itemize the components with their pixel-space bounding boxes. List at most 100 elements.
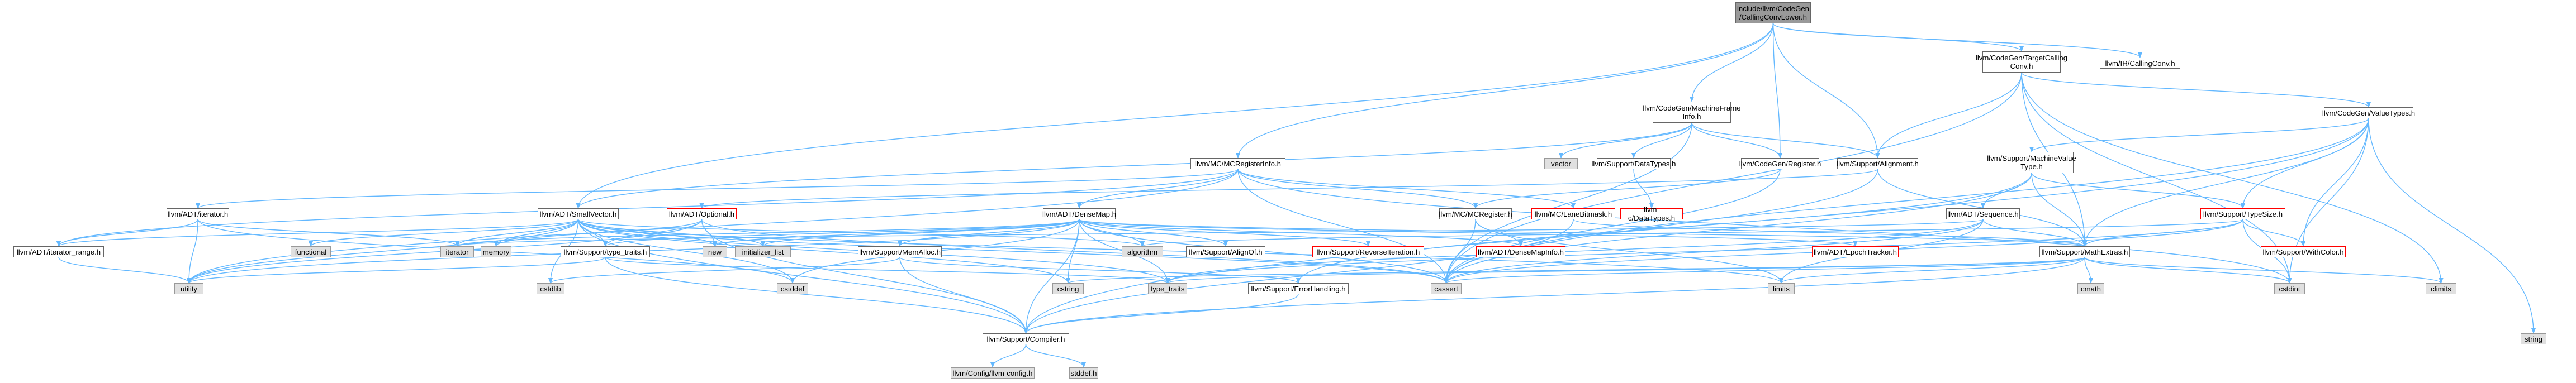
- node-lbm[interactable]: llvm/MC/LaneBitmask.h: [1531, 208, 1615, 219]
- edge-mcri-to-lbm: [1237, 169, 1576, 209]
- edge-root-to-align: [1772, 23, 1880, 159]
- edge-align-to-cassert: [1444, 169, 1878, 284]
- node-sv[interactable]: llvm/ADT/SmallVector.h: [538, 208, 619, 219]
- edge-root-to-mcri: [1236, 23, 1774, 159]
- node-string: string: [2521, 333, 2546, 344]
- edge-vt-to-mvt: [2029, 118, 2369, 152]
- edge-sv-to-functional: [309, 219, 579, 247]
- node-vector: vector: [1544, 158, 1578, 169]
- node-config: llvm/Config/llvm-config.h: [951, 367, 1035, 379]
- edge-cgreg-to-mcreg: [1473, 169, 1781, 209]
- node-functional: functional: [291, 246, 331, 257]
- edge-sv-to-cstring: [577, 219, 1070, 284]
- node-iter[interactable]: llvm/ADT/iterator.h: [167, 208, 229, 219]
- edge-dmap-to-cstring: [1066, 219, 1080, 284]
- edge-mathx-to-compiler: [1023, 257, 2085, 334]
- node-mcri[interactable]: llvm/MC/MCRegisterInfo.h: [1190, 158, 1285, 169]
- node-epoch[interactable]: llvm/ADT/EpochTracker.h: [1812, 246, 1899, 257]
- edge-sv-to-memory: [494, 219, 579, 247]
- edge-dmap-to-memalloc: [898, 219, 1080, 247]
- edge-vt-to-cstdint: [2287, 118, 2369, 284]
- edge-mcri-to-itrange: [56, 169, 1239, 247]
- edge-dtypes-to-cdt: [1633, 169, 1654, 209]
- node-stddefh: stddef.h: [1069, 367, 1098, 379]
- node-align[interactable]: llvm/Support/Alignment.h: [1837, 158, 1919, 169]
- node-memory: memory: [481, 246, 511, 257]
- edge-itrange-to-utility: [58, 257, 191, 284]
- edge-dmap-to-iterator: [455, 219, 1080, 247]
- edge-mcri-to-cstdint: [1237, 169, 2292, 284]
- edge-seq-to-typetraits: [1165, 219, 1984, 284]
- edge-compiler-to-config: [990, 344, 1027, 368]
- node-wcolor[interactable]: llvm/Support/WithColor.h: [2261, 246, 2346, 257]
- edge-root-to-mfi: [1690, 23, 1774, 102]
- edge-mvt-to-cassert: [1444, 173, 2032, 284]
- edge-vt-to-string: [2368, 118, 2536, 334]
- edge-tt-to-compiler: [605, 257, 1028, 334]
- node-dmi[interactable]: llvm/ADT/DenseMapInfo.h: [1476, 246, 1565, 257]
- edge-compiler-to-stddefh: [1025, 344, 1086, 368]
- edge-mfi-to-vector: [1559, 122, 1692, 159]
- node-cstdlib: cstdlib: [537, 283, 564, 294]
- node-rev[interactable]: llvm/Support/ReverseIteration.h: [1312, 246, 1424, 257]
- edge-mcri-to-mcreg: [1237, 169, 1478, 209]
- edge-iter-to-utility: [187, 219, 198, 284]
- edge-mfi-to-cgreg: [1691, 122, 1782, 159]
- edge-layer: [56, 23, 2536, 368]
- edge-sv-to-cstddef: [577, 219, 795, 284]
- edge-sv-to-compiler: [577, 219, 1028, 334]
- edge-mfi-to-cassert: [1444, 122, 1692, 284]
- node-new: new: [703, 246, 727, 257]
- node-tt[interactable]: llvm/Support/type_traits.h: [561, 246, 650, 257]
- edge-align-to-opt: [700, 169, 1878, 209]
- edge-mathx-to-typetraits: [1165, 257, 2085, 284]
- node-ccTarget[interactable]: llvm/CodeGen/TargetCalling Conv.h: [1976, 51, 2067, 73]
- edge-root-to-cgreg: [1772, 23, 1782, 159]
- node-ircc[interactable]: llvm/IR/CallingConv.h: [2100, 58, 2180, 69]
- node-climits: climits: [2426, 283, 2456, 294]
- edge-ccTarget-to-climits: [2021, 72, 2444, 284]
- node-cstddef: cstddef: [777, 283, 808, 294]
- edge-opt-to-new: [701, 219, 717, 247]
- node-utility: utility: [174, 283, 203, 294]
- node-compiler[interactable]: llvm/Support/Compiler.h: [983, 333, 1069, 344]
- node-mathx[interactable]: llvm/Support/MathExtras.h: [2039, 246, 2130, 257]
- edge-tsize-to-wcolor: [2242, 219, 2305, 247]
- edge-sv-to-utility: [187, 219, 579, 284]
- node-vt[interactable]: llvm/CodeGen/ValueTypes.h: [2322, 107, 2415, 118]
- edge-dmap-to-dmi: [1079, 219, 1523, 247]
- node-initlist: initializer_list: [735, 246, 791, 257]
- edge-memalloc-to-errh: [899, 257, 1301, 284]
- node-seq[interactable]: llvm/ADT/Sequence.h: [1946, 208, 2020, 219]
- node-opt[interactable]: llvm/ADT/Optional.h: [667, 208, 737, 219]
- node-cstring: cstring: [1052, 283, 1084, 294]
- edge-tt-to-utility: [187, 257, 606, 284]
- node-errh[interactable]: llvm/Support/ErrorHandling.h: [1248, 283, 1349, 294]
- node-dtypes[interactable]: llvm/Support/DataTypes.h: [1592, 158, 1676, 169]
- edge-root-to-ircc: [1772, 23, 2142, 58]
- edge-mfi-to-sv: [576, 122, 1692, 209]
- node-memalloc[interactable]: llvm/Support/MemAlloc.h: [858, 246, 942, 257]
- edge-dmap-to-initlist: [761, 219, 1080, 247]
- node-alignof[interactable]: llvm/Support/AlignOf.h: [1186, 246, 1265, 257]
- edge-iter-to-itrange: [56, 219, 198, 247]
- node-root: include/llvm/CodeGen /CallingConvLower.h: [1735, 2, 1811, 23]
- edge-mathx-to-climits: [2084, 257, 2444, 284]
- node-mcreg[interactable]: llvm/MC/MCRegister.h: [1439, 208, 1512, 219]
- edge-mcreg-to-limits: [1475, 219, 1783, 284]
- node-dmap[interactable]: llvm/ADT/DenseMap.h: [1042, 208, 1116, 219]
- edge-dmap-to-alignof: [1079, 219, 1228, 247]
- node-cgreg[interactable]: llvm/CodeGen/Register.h: [1739, 158, 1821, 169]
- node-mfi[interactable]: llvm/CodeGen/MachineFrame Info.h: [1643, 102, 1741, 123]
- edge-seq-to-mathx: [1982, 219, 2087, 247]
- node-itrange[interactable]: llvm/ADT/iterator_range.h: [13, 246, 104, 257]
- edge-vt-to-mathx: [2082, 118, 2369, 247]
- node-cdt[interactable]: llvm-c/DataTypes.h: [1620, 205, 1683, 222]
- edge-sv-to-cassert: [577, 219, 1449, 284]
- edge-mathx-to-limits: [1779, 257, 2085, 284]
- edge-ccTarget-to-align: [1875, 72, 2022, 159]
- node-cmath: cmath: [2077, 283, 2104, 294]
- node-mvt[interactable]: llvm/Support/MachineValue Type.h: [1987, 152, 2076, 173]
- node-typetraits: type_traits: [1148, 283, 1187, 294]
- node-tsize[interactable]: llvm/Support/TypeSize.h: [2200, 208, 2285, 219]
